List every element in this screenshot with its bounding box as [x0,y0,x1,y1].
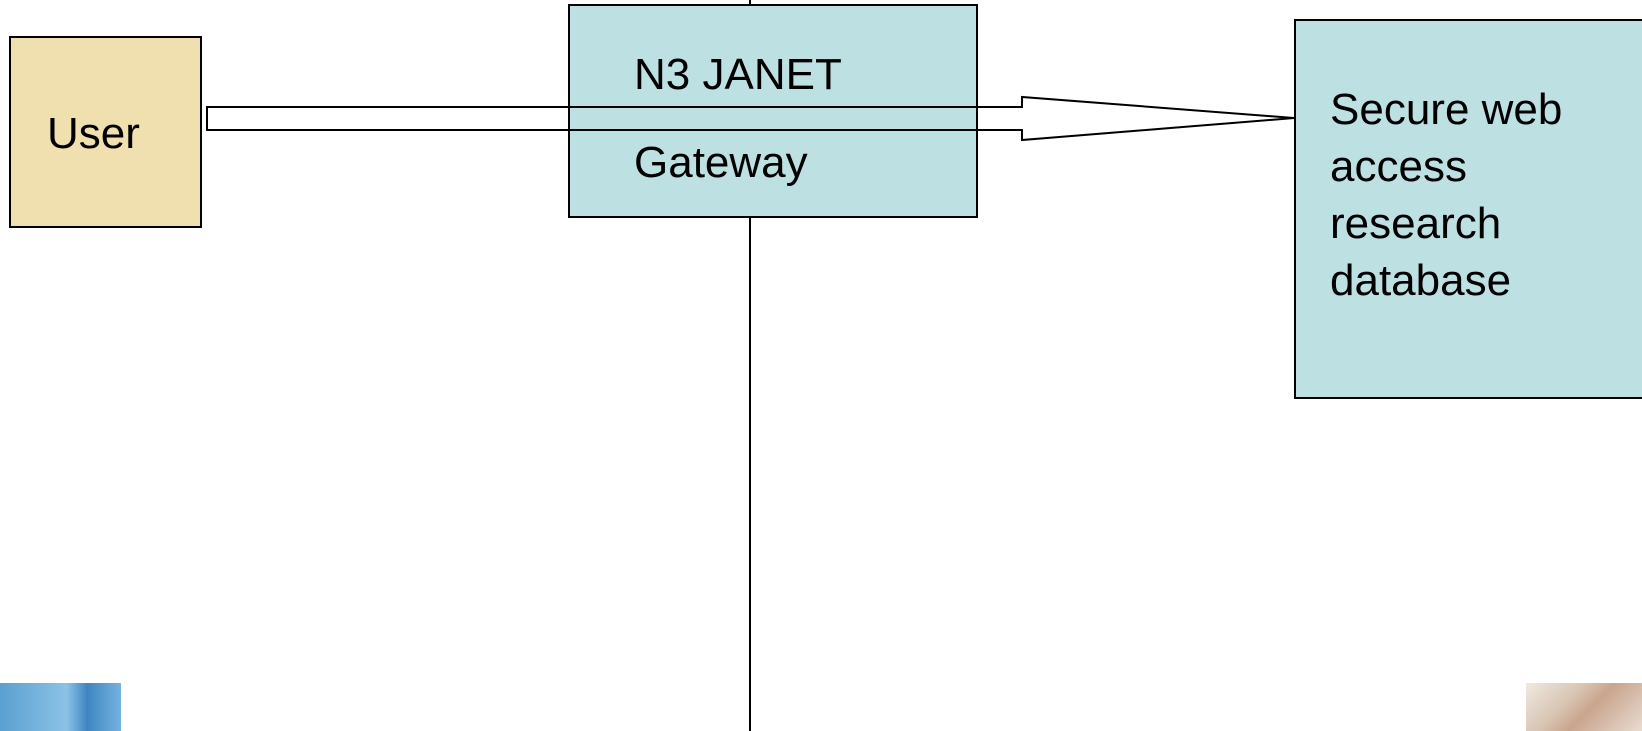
research-database-label: Secure web access research database [1330,85,1563,305]
gateway-label-line1: N3 JANET [634,50,842,99]
user-node: User [9,36,202,228]
footer-image-right [1526,683,1642,731]
gateway-node: N3 JANET Gateway [568,4,978,218]
user-to-database-arrow [206,95,1295,142]
footer-logo-left [0,683,121,731]
user-label: User [47,109,140,158]
gateway-label-line2: Gateway [634,138,808,187]
research-database-node: Secure web access research database [1294,19,1642,399]
